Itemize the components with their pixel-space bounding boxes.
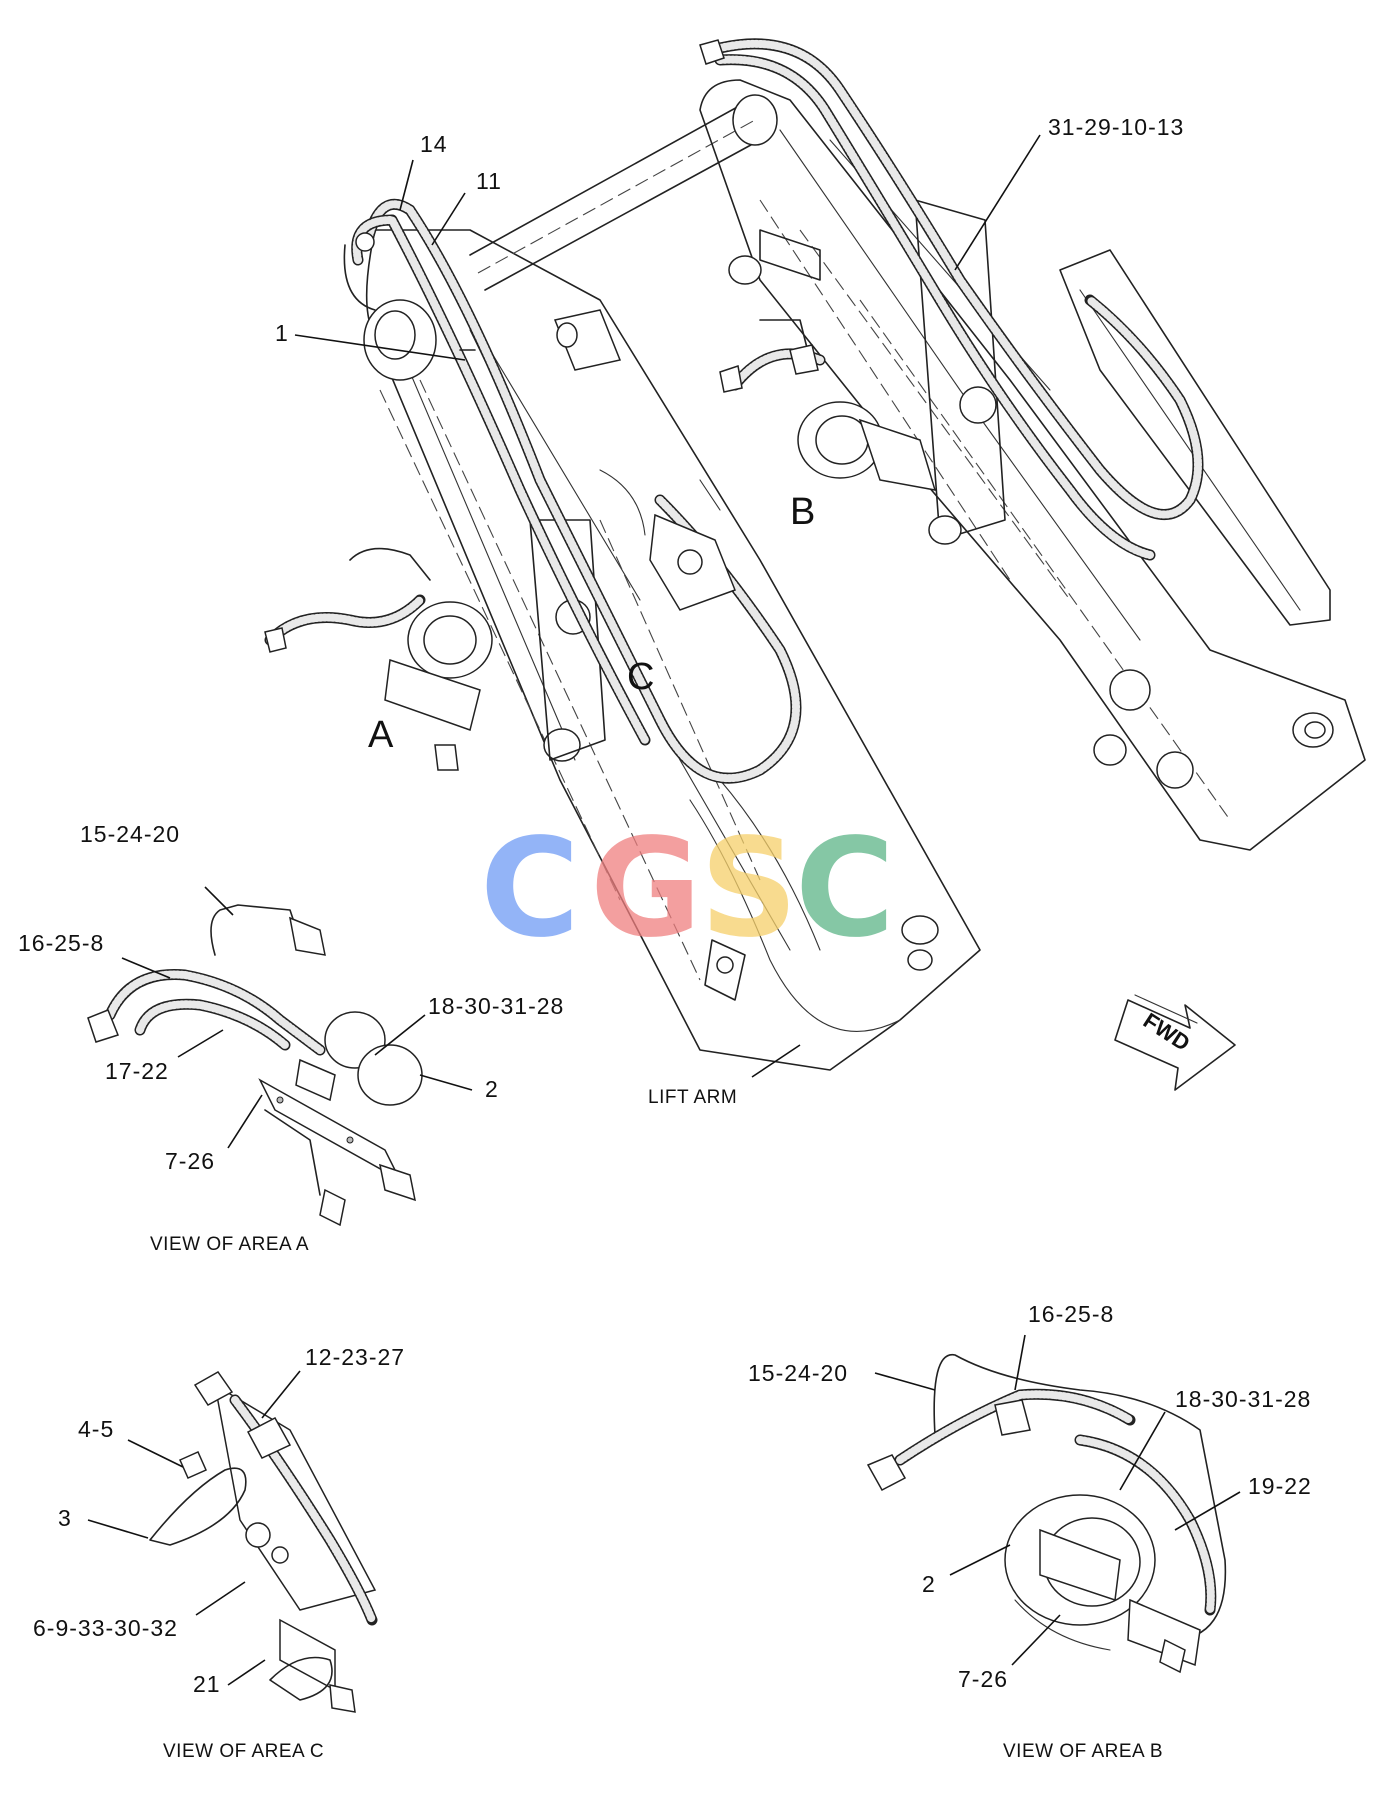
- view-c-callout-4-5: 4-5: [78, 1416, 115, 1442]
- view-a-callout-2: 2: [485, 1076, 499, 1102]
- fwd-label: FWD: [1139, 1008, 1195, 1056]
- watermark-letter-2: G: [590, 810, 702, 968]
- view-b-callout-16-25-8: 16-25-8: [1028, 1301, 1115, 1327]
- view-b-callout-18-30-31-28: 18-30-31-28: [1175, 1386, 1312, 1412]
- watermark-letter-3: S: [700, 810, 798, 968]
- view-a-caption: VIEW OF AREA A: [150, 1234, 310, 1255]
- callout-31-29-10-13: 31-29-10-13: [1048, 114, 1185, 140]
- watermark-letter-4: C: [795, 810, 895, 968]
- view-b-callout-7-26: 7-26: [958, 1666, 1009, 1692]
- callout-1: 1: [275, 320, 289, 346]
- view-c-drawing: [87, 1370, 378, 1713]
- area-marker-c: C: [627, 656, 655, 698]
- view-a-callout-15-24-20: 15-24-20: [80, 821, 181, 847]
- valve-assembly-c: [553, 309, 736, 611]
- view-a-callout-16-25-8: 16-25-8: [18, 930, 105, 956]
- watermark: C G S C: [480, 810, 895, 968]
- view-c-callout-3: 3: [58, 1505, 72, 1531]
- view-b-caption: VIEW OF AREA B: [1003, 1741, 1164, 1762]
- valve-assembly-a: [264, 547, 493, 771]
- view-a-callout-7-26: 7-26: [165, 1148, 216, 1174]
- watermark-letter-1: C: [480, 810, 580, 968]
- valve-assembly-b: [719, 319, 937, 491]
- cross-tube: [469, 94, 778, 291]
- view-b-drawing: [866, 1334, 1241, 1674]
- view-a-callout-17-22: 17-22: [105, 1058, 169, 1084]
- area-marker-a: A: [368, 714, 394, 756]
- callout-14: 14: [420, 131, 448, 157]
- view-c-caption: VIEW OF AREA C: [163, 1741, 325, 1762]
- view-c-callout-6-9-33-30-32: 6-9-33-30-32: [33, 1615, 178, 1641]
- main-view-leaders: [294, 134, 1041, 1078]
- view-b-callout-15-24-20: 15-24-20: [748, 1360, 849, 1386]
- lift-arm-label: LIFT ARM: [648, 1087, 738, 1108]
- view-c-callout-12-23-27: 12-23-27: [305, 1344, 406, 1370]
- view-a-callout-18-30-31-28: 18-30-31-28: [428, 993, 565, 1019]
- view-a-drawing: [87, 886, 473, 1227]
- callout-11: 11: [476, 168, 502, 194]
- right-lift-arm: [699, 79, 1366, 851]
- area-marker-b: B: [790, 491, 816, 533]
- view-c-callout-21: 21: [193, 1671, 221, 1697]
- right-arm-hose: [699, 38, 1204, 561]
- fwd-arrow-icon: FWD: [1114, 994, 1236, 1091]
- view-b-callout-2: 2: [922, 1571, 936, 1597]
- left-arm-hose: [343, 198, 802, 784]
- view-b-callout-19-22: 19-22: [1248, 1473, 1312, 1499]
